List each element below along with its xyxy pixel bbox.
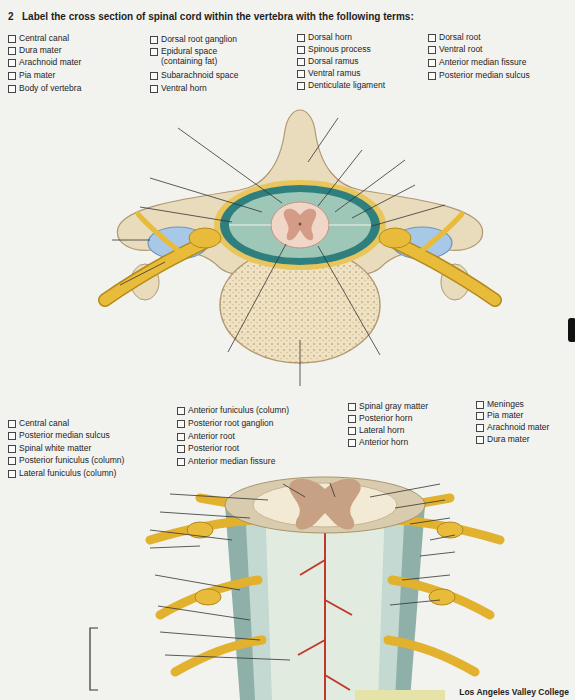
term-label: Lateral funiculus (column) (8, 468, 116, 478)
term-label: Posterior root (177, 443, 239, 453)
term-label: Dorsal horn (297, 32, 352, 42)
leader-line (150, 483, 455, 660)
root-ganglion (429, 589, 455, 605)
term-label: Anterior horn (348, 437, 408, 447)
term-label: Dorsal root ganglion (150, 34, 237, 44)
dorsal-ramus (420, 214, 462, 252)
root-ganglion (379, 228, 411, 248)
arachnoid-mater (245, 505, 405, 700)
dura-mater (225, 505, 425, 700)
blood-vessel (298, 530, 352, 700)
term-label: Arachnoid mater (476, 422, 549, 432)
spinal-cord (271, 202, 329, 248)
term-label: Central canal (8, 418, 69, 428)
gray-matter (289, 479, 361, 530)
term-label: Lateral horn (348, 425, 404, 435)
term-label: Pia mater (476, 410, 523, 420)
gray-matter (284, 209, 317, 241)
term-label: Spinal white matter (8, 443, 91, 453)
term-label: Meninges (476, 399, 524, 409)
term-label: Epidural space (containing fat) (150, 46, 243, 66)
term-label: Denticulate ligament (297, 80, 385, 90)
term-label: Posterior median sulcus (428, 70, 530, 80)
term-label: Ventral root (428, 44, 482, 54)
central-canal (299, 223, 302, 226)
term-label: Posterior median sulcus (8, 430, 110, 440)
term-label: Dorsal ramus (297, 56, 359, 66)
footer-text: Los Angeles Valley College (459, 687, 569, 697)
root-ganglion (189, 228, 221, 248)
term-label: Ventral ramus (297, 68, 360, 78)
term-label: Dura mater (476, 434, 530, 444)
term-label: Spinal gray matter (348, 401, 428, 411)
term-label: Anterior funiculus (column) (177, 405, 289, 415)
dura-mater (220, 185, 380, 265)
denticulate-ligament (229, 225, 371, 226)
paper-edge (568, 318, 575, 342)
term-label: Central canal (8, 33, 69, 43)
term-label: Arachnoid mater (8, 57, 81, 67)
term-label: Anterior root (177, 431, 235, 441)
term-label: Subarachnoid space (150, 70, 239, 80)
page-strip (355, 690, 445, 700)
term-label: Anterior median fissure (428, 57, 526, 67)
question-number: 2 (8, 11, 14, 23)
term-label: Dorsal root (428, 32, 481, 42)
term-label: Posterior horn (348, 413, 412, 423)
term-label: Dura mater (8, 45, 62, 55)
root-ganglion (195, 589, 221, 605)
term-label: Anterior median fissure (177, 456, 275, 466)
term-label: Ventral horn (150, 83, 207, 93)
meninges-section (225, 477, 425, 533)
leader-line (112, 118, 445, 386)
term-label: Spinous process (297, 44, 371, 54)
worksheet-title: Label the cross section of spinal cord w… (22, 11, 414, 23)
root-ganglion (187, 522, 213, 538)
term-label: Posterior root ganglion (177, 418, 274, 428)
subarachnoid-space (229, 192, 371, 258)
term-label: Posterior funiculus (column) (8, 455, 124, 465)
dorsal-ramus (138, 214, 180, 252)
term-label: Body of vertebra (8, 83, 81, 93)
spinal-cord (265, 505, 385, 700)
term-label: Pia mater (8, 70, 55, 80)
bracket (90, 628, 98, 690)
